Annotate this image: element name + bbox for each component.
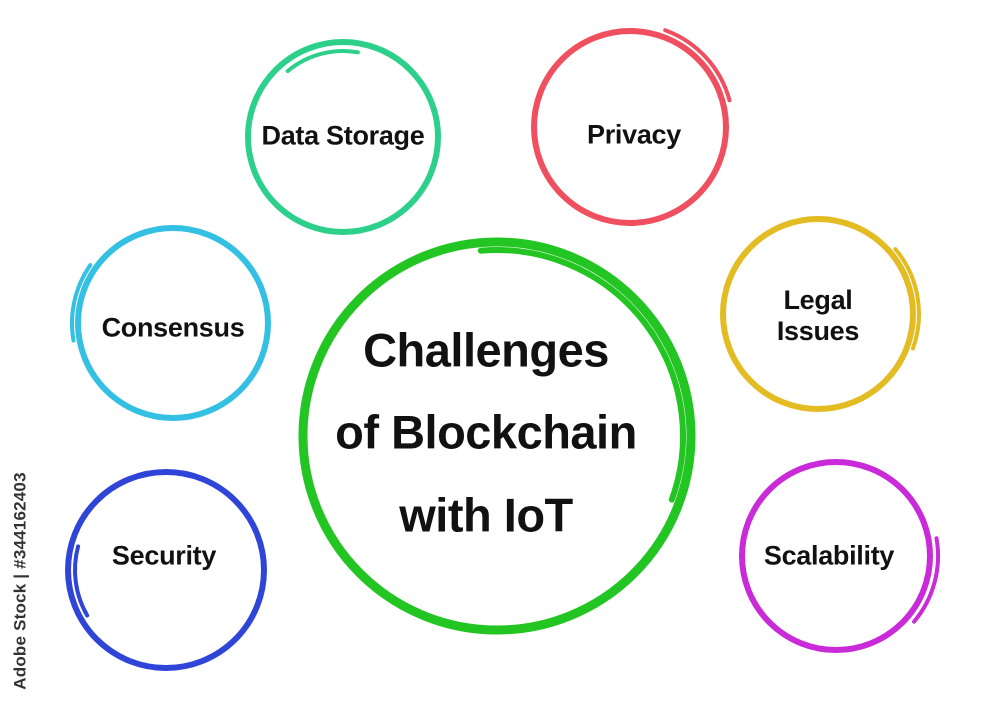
consensus-ring-stroke: [75, 225, 271, 421]
security-circle: [65, 469, 267, 671]
scalability-ring-stroke: [739, 459, 933, 653]
scalability-ring-tail-0: [912, 536, 941, 624]
stock-id-watermark: Adobe Stock | #344162403: [9, 472, 33, 689]
center-title: Challenges of Blockchain with IoT: [335, 323, 637, 542]
legal-issues-label: Legal Issues: [776, 284, 860, 346]
legal-issues-circle: [720, 216, 921, 412]
legal-issues-ring-stroke: [720, 216, 916, 412]
data-storage-ring-tail-0: [285, 48, 360, 74]
data-storage-ring-stroke: [245, 39, 441, 235]
privacy-ring-tail-0: [663, 28, 732, 103]
center-ring-tail-0: [477, 247, 686, 503]
privacy-circle: [531, 28, 732, 226]
legal-issues-ring-tail-0: [893, 247, 921, 351]
consensus-ring-tail-0: [70, 263, 93, 343]
center-ring-stroke: [298, 237, 696, 635]
consensus-circle: [70, 225, 271, 421]
privacy-label: Privacy: [587, 119, 681, 150]
data-storage-label: Data Storage: [261, 120, 425, 151]
scalability-circle: [739, 459, 941, 653]
data-storage-circle: [245, 39, 441, 235]
consensus-label: Consensus: [101, 312, 245, 343]
privacy-ring-stroke: [531, 28, 729, 226]
security-label: Security: [111, 540, 217, 571]
scalability-label: Scalability: [763, 540, 895, 571]
stock-id-text: Adobe Stock | #344162403: [11, 472, 31, 690]
center-circle: [298, 237, 696, 635]
security-ring-tail-0: [72, 544, 90, 618]
security-ring-stroke: [65, 469, 267, 671]
